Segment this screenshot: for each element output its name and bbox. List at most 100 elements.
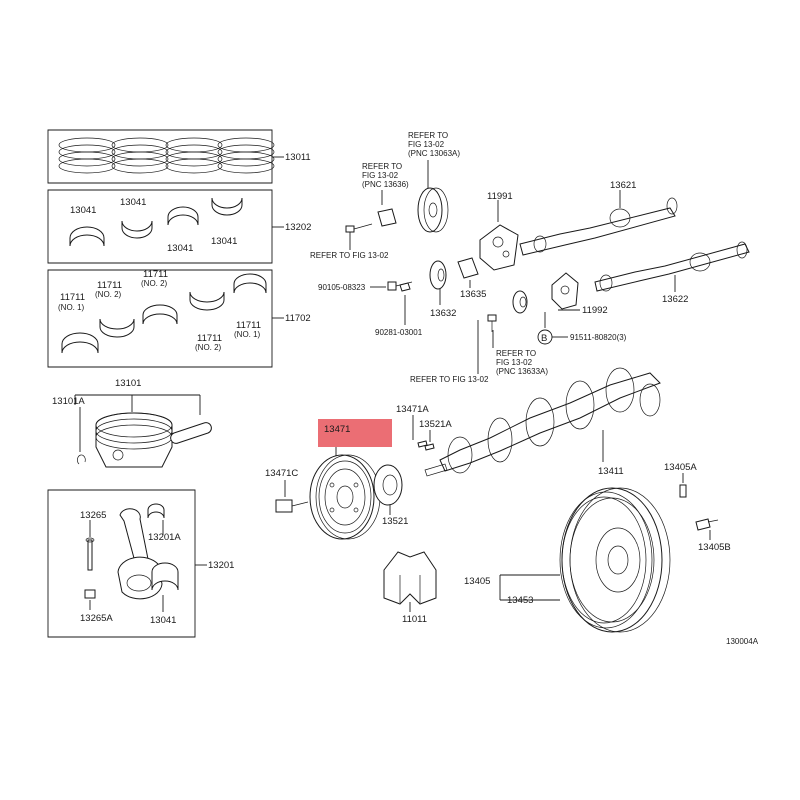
timing-sprocket-13521 — [373, 464, 403, 515]
callout-b-letter: B — [541, 333, 547, 344]
label-13471[interactable]: 13471 — [324, 424, 350, 435]
rod-nut — [84, 589, 96, 599]
label-13411[interactable]: 13411 — [598, 466, 624, 477]
rod-bearing-set-group: 13041 13041 13041 13041 13202 — [47, 189, 311, 264]
rod-bearing-shell-4 — [211, 197, 243, 216]
key-13521A — [424, 430, 435, 451]
label-11702[interactable]: 11702 — [285, 313, 311, 324]
label-13265[interactable]: 13265 — [80, 510, 106, 521]
refer-note-d-line2: FIG 13-02 — [496, 358, 533, 367]
key-13471A — [412, 415, 428, 448]
label-11992[interactable]: 11992 — [582, 305, 608, 316]
label-11711-c[interactable]: 11711 — [143, 269, 168, 280]
label-13041-a[interactable]: 13041 — [70, 205, 96, 216]
label-11711-e[interactable]: 11711 — [236, 320, 261, 331]
label-13521A[interactable]: 13521A — [419, 419, 452, 430]
balance-shaft-no1 — [519, 190, 678, 256]
main-bearing-shell-3 — [142, 304, 178, 325]
label-13202[interactable]: 13202 — [285, 222, 311, 233]
rod-bearing-upper — [147, 503, 165, 519]
idler-gear — [429, 260, 447, 305]
rod-bolt — [85, 537, 95, 571]
label-11711-a-no: (NO. 1) — [58, 303, 85, 312]
refer-note-a-line2: FIG 13-02 — [408, 140, 445, 149]
piston-ring-stack-2 — [111, 137, 169, 174]
label-90281[interactable]: 90281-03001 — [375, 328, 423, 337]
crankshaft-13411 — [424, 367, 661, 477]
pin-90281 — [399, 282, 411, 325]
label-13101A[interactable]: 13101A — [52, 396, 85, 407]
label-13405[interactable]: 13405 — [464, 576, 490, 587]
label-13635[interactable]: 13635 — [460, 289, 486, 300]
connecting-rod-group: 13265 13201A 13265A 13041 13201 — [47, 489, 234, 638]
crankshaft-pulley — [309, 454, 381, 540]
ring-gear-13453 — [559, 491, 653, 629]
callout-b: B — [537, 312, 568, 345]
rod-bearing-shell-3 — [167, 206, 199, 226]
rod-bearing-shell-2 — [121, 220, 153, 239]
label-13041-b[interactable]: 13041 — [120, 197, 146, 208]
piston-ring-stack-3 — [165, 137, 223, 174]
refer-note-d-line1: REFER TO — [496, 349, 536, 358]
label-13405B[interactable]: 13405B — [698, 542, 731, 553]
label-13101[interactable]: 13101 — [115, 378, 141, 389]
refer-note-d-line3: (PNC 13633A) — [496, 367, 548, 376]
piston-pin — [170, 422, 212, 444]
label-13265A[interactable]: 13265A — [80, 613, 113, 624]
main-bearing-shell-5 — [233, 273, 267, 294]
label-13471A[interactable]: 13471A — [396, 404, 429, 415]
label-11011[interactable]: 11011 — [402, 614, 427, 625]
label-13201[interactable]: 13201 — [208, 560, 234, 571]
label-11711-b-no: (NO. 2) — [95, 290, 122, 299]
main-bearing-set-group: 11711 (NO. 1) 11711 (NO. 2) 11711 (NO. 2… — [47, 269, 311, 368]
gear-spacer — [377, 190, 397, 227]
connecting-rod-box — [47, 489, 196, 638]
label-13621[interactable]: 13621 — [610, 180, 636, 191]
refer-note-c: REFER TO FIG 13-02 — [310, 251, 389, 260]
main-bearing-shell-1 — [61, 332, 99, 354]
label-13041-d[interactable]: 13041 — [211, 236, 237, 247]
label-90105[interactable]: 90105-08323 — [318, 283, 366, 292]
refer-note-a-line1: REFER TO — [408, 131, 448, 140]
label-13011[interactable]: 13011 — [285, 152, 311, 163]
label-13201A[interactable]: 13201A — [148, 532, 181, 543]
piston-ring-set-group: 13011 — [47, 129, 311, 184]
label-11711-c-no: (NO. 2) — [141, 279, 168, 288]
rod-bearing-box — [47, 189, 273, 264]
piston-group: 13101 13101A — [52, 378, 212, 468]
flywheel-13405 — [561, 487, 671, 633]
pin-13405A — [679, 473, 687, 498]
refer-notes: REFER TO FIG 13-02 (PNC 13063A) REFER TO… — [310, 131, 548, 384]
label-11711-a[interactable]: 11711 — [60, 292, 85, 303]
piston-pin-clip — [77, 454, 86, 465]
refer-note-b-line3: (PNC 13636) — [362, 180, 409, 189]
refer-note-b-line1: REFER TO — [362, 162, 402, 171]
piston-ring-stack-1 — [58, 137, 116, 174]
idler-shaft — [457, 257, 479, 288]
label-11711-d-no: (NO. 2) — [195, 343, 222, 352]
label-13521[interactable]: 13521 — [382, 516, 408, 527]
piston-ring-box — [47, 129, 273, 184]
bolt-13405B — [695, 518, 719, 540]
label-13041-c[interactable]: 13041 — [167, 243, 193, 254]
connecting-rod — [117, 508, 163, 600]
diagram-id: 130004A — [726, 637, 759, 646]
main-bearing-box — [47, 269, 273, 368]
label-13405A[interactable]: 13405A — [664, 462, 697, 473]
piston-ring-stack-4 — [217, 137, 275, 174]
label-13471C[interactable]: 13471C — [265, 468, 298, 479]
label-11711-e-no: (NO. 1) — [234, 330, 261, 339]
label-13453[interactable]: 13453 — [507, 595, 533, 606]
label-13622[interactable]: 13622 — [662, 294, 688, 305]
label-13632[interactable]: 13632 — [430, 308, 456, 319]
label-11991[interactable]: 11991 — [487, 191, 513, 202]
balance-shaft-no2 — [594, 241, 750, 292]
label-11711-d[interactable]: 11711 — [197, 333, 222, 344]
label-11711-b[interactable]: 11711 — [97, 280, 122, 291]
bearing-retainer-11992 — [551, 272, 580, 311]
pulley-bolt-13471C — [275, 480, 309, 513]
label-91511[interactable]: 91511-80820(3) — [570, 333, 627, 342]
label-13041-e[interactable]: 13041 — [150, 615, 176, 626]
